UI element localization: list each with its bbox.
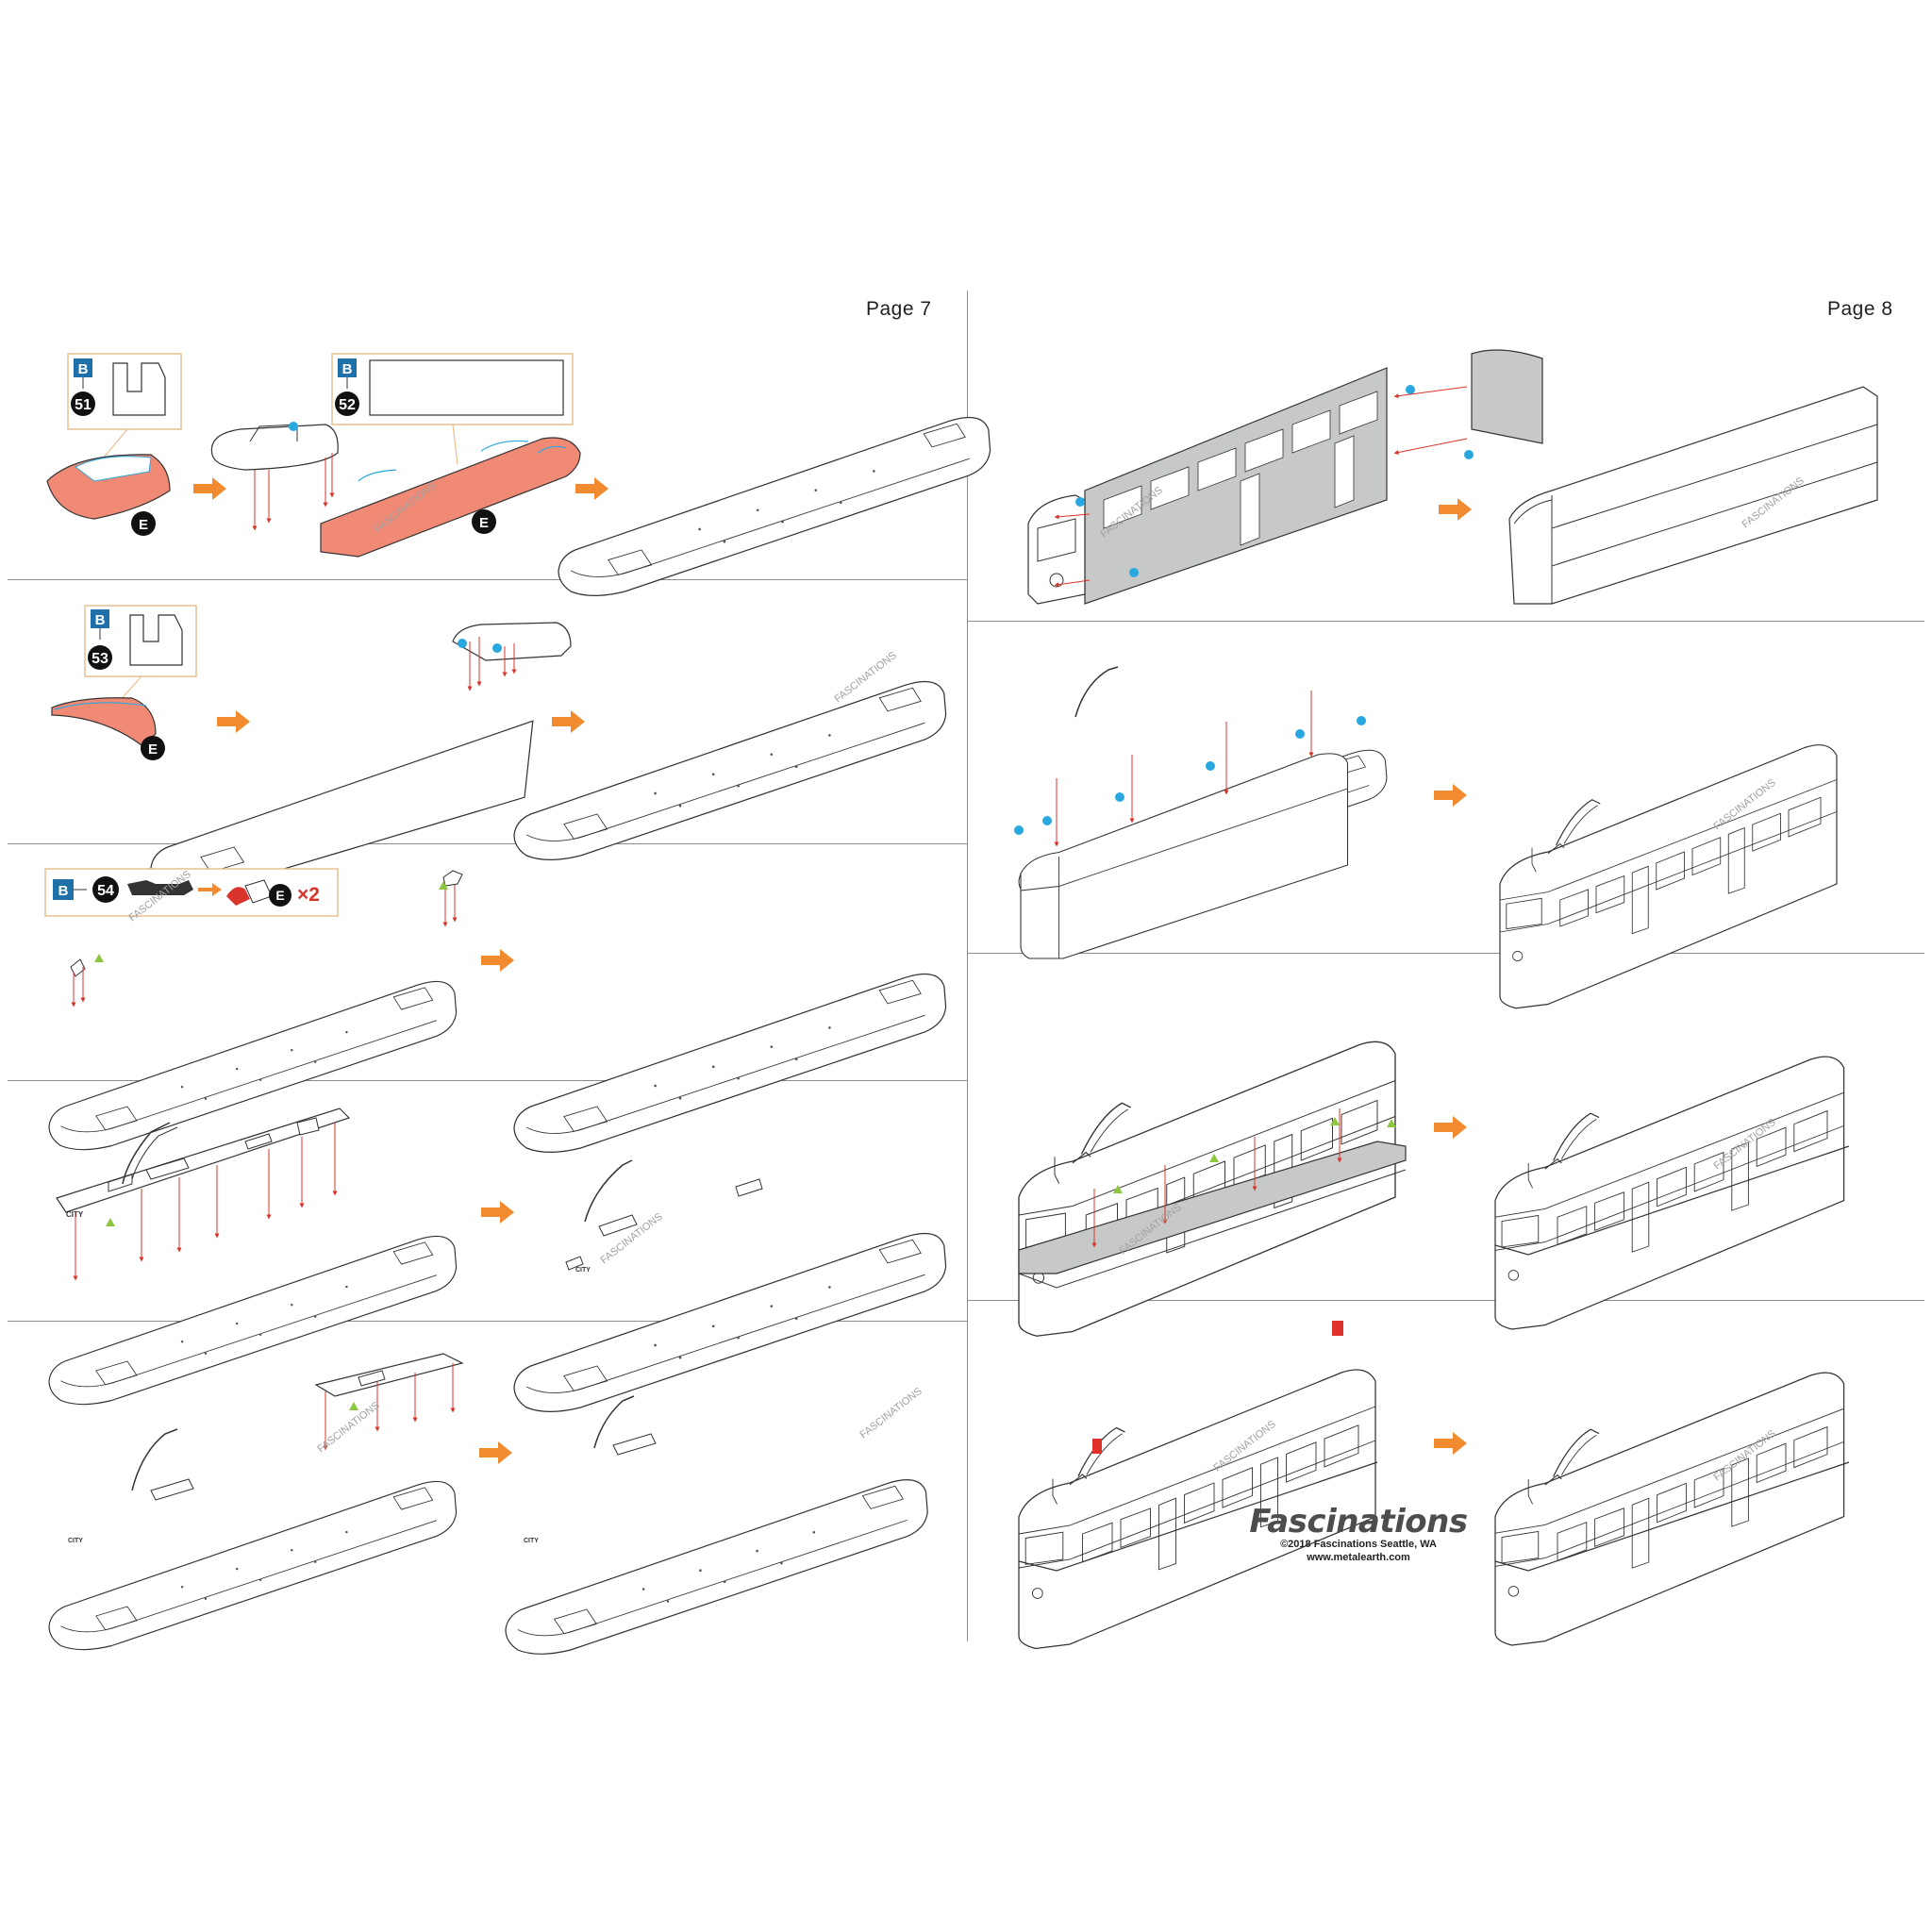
sheet-badge-icon [91, 609, 109, 628]
step-attach-floor: FASCINATIONS FASCINATIONS [1000, 972, 1906, 1337]
arrow-right-icon [481, 949, 514, 972]
svg-text:B: B [95, 612, 106, 628]
arrow-right-icon [1434, 1116, 1467, 1139]
part-52-roof-panel [320, 437, 581, 558]
step-divider [8, 843, 968, 844]
callout-part-53: B 53 [84, 605, 197, 677]
tab-e-icon [141, 736, 165, 760]
svg-text:FASCINATIONS: FASCINATIONS [858, 1386, 924, 1441]
step-divider [8, 1080, 968, 1081]
front-flag [1092, 1439, 1102, 1454]
callout-part-52: B 52 [331, 353, 574, 425]
svg-text:E: E [275, 888, 284, 903]
part-number: 51 [75, 397, 92, 413]
arrow-right-icon [193, 477, 226, 500]
callout-part-51: B 51 [67, 353, 182, 430]
svg-text:54: 54 [97, 883, 114, 899]
blue-dot-icon [289, 422, 298, 431]
roof [48, 1480, 458, 1651]
step-divider [968, 953, 1924, 954]
tab-e-icon [269, 884, 291, 907]
svg-text:B: B [58, 883, 69, 899]
arrow-right-icon [1434, 1432, 1467, 1455]
sheet-badge-icon [74, 358, 92, 377]
green-triangle-icon [349, 1402, 358, 1410]
step-divider [968, 621, 1924, 622]
arrow-right-icon [1439, 498, 1472, 521]
assembled-tram-body [1499, 744, 1838, 1009]
brand-logo: Fascinations [1249, 1503, 1468, 1541]
website-link[interactable]: www.metalearth.com [1307, 1552, 1410, 1563]
sheet-badge-icon [338, 358, 357, 377]
svg-text:E: E [479, 515, 489, 531]
tab-e-icon [472, 509, 496, 534]
step-roof-ends-and-panel: B 51 E B 52 FASCINATIO [38, 349, 991, 597]
assembled-tram [1494, 1056, 1845, 1330]
rear-flag [1332, 1321, 1343, 1336]
page-7-label: Page 7 [866, 298, 932, 320]
svg-text:CITY: CITY [575, 1267, 591, 1274]
arrow-right-icon [575, 477, 608, 500]
step-attach-roof-to-body: FASCINATIONS [1000, 641, 1906, 1009]
green-triangle-icon [94, 954, 104, 962]
step-parts-54: B 54 E ×2 FASCINATIONS [38, 854, 953, 1154]
svg-text:53: 53 [92, 651, 108, 667]
arrow-right-icon [217, 710, 250, 733]
green-triangle-icon [439, 881, 448, 890]
page-8-label: Page 8 [1827, 298, 1893, 320]
svg-text:E: E [148, 741, 158, 758]
svg-text:CITY: CITY [524, 1538, 539, 1544]
arrow-right-icon [1434, 784, 1467, 807]
sheet-letter: B [78, 361, 89, 377]
step-roof-end-53: B 53 E FASCINATIONS [38, 604, 953, 894]
tab-e-icon [131, 511, 156, 536]
assembled-roof [513, 680, 947, 861]
step-divider [968, 1300, 1924, 1301]
svg-text:CITY: CITY [68, 1538, 83, 1544]
tram-body [1018, 1041, 1396, 1337]
arrow-right-icon [552, 710, 585, 733]
svg-text:E: E [139, 517, 148, 533]
step-divider [8, 1321, 968, 1322]
green-triangle-icon [106, 1218, 115, 1226]
city-sign: CITY [66, 1210, 84, 1219]
arrow-right-icon [479, 1441, 512, 1464]
sheet-badge-icon [53, 879, 74, 900]
arrow-right-icon [481, 1201, 514, 1224]
part-53-roof-end [51, 697, 157, 746]
step-roof-rear-assembly: CITY FASCINATIONS CITY FASCINATIONS [38, 1340, 953, 1655]
svg-text:52: 52 [339, 397, 356, 413]
page-divider [967, 291, 968, 1641]
callout-part-54: B 54 E ×2 FASCINATIONS [44, 868, 339, 924]
step-final-flags: FASCINATIONS FASCINATIONS [1000, 1311, 1906, 1650]
copyright-text: ©2018 Fascinations Seattle, WA [1280, 1539, 1437, 1550]
quantity-label: ×2 [297, 884, 320, 906]
assembled-roof [558, 416, 991, 597]
step-divider [8, 579, 968, 580]
svg-text:B: B [342, 361, 353, 377]
brand-block: Fascinations ©2018 Fascinations Seattle,… [1245, 1506, 1472, 1564]
step-side-panels: FASCINATIONS FASCINATIONS [1000, 349, 1906, 613]
completed-tram [1494, 1372, 1845, 1646]
assembled-roof [505, 1479, 928, 1655]
step-trolley-pole: CITY CITY FASCINATIONS [38, 1094, 953, 1413]
